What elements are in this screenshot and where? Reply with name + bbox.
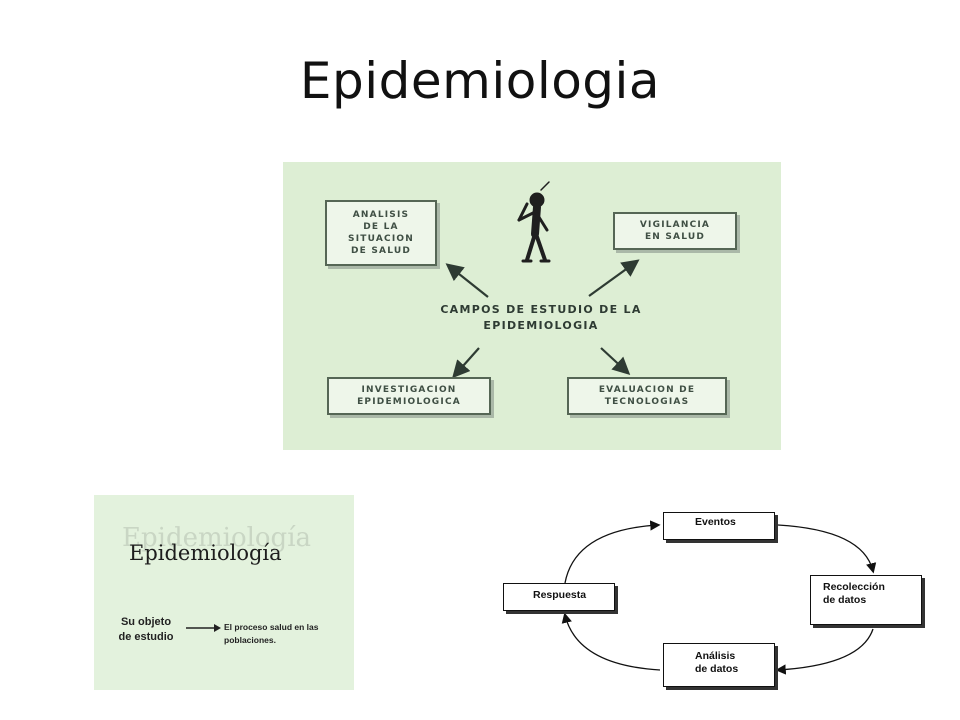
right-arrow-icon	[186, 624, 221, 632]
objeto-description: El proceso salud en las poblaciones.	[224, 622, 319, 645]
campo-analisis-box: ANALISIS DE LA SITUACION DE SALUD	[325, 200, 437, 266]
arrow-recoleccion-analisis	[775, 628, 874, 675]
arrow-respuesta-eventos	[564, 520, 661, 584]
arrow-to-investigacion	[452, 347, 480, 379]
campo-evaluacion-box: EVALUACION DE TECNOLOGIAS	[567, 377, 727, 415]
campos-center-label: CAMPOS DE ESTUDIO DE LA EPIDEMIOLOGIA	[440, 303, 642, 332]
ciclo-analisis-box: Análisis de datos	[663, 643, 775, 687]
arrow-eventos-recoleccion	[777, 524, 877, 574]
ciclo-arrows	[561, 520, 877, 675]
campo-investigacion-box: INVESTIGACION EPIDEMIOLOGICA	[327, 377, 491, 415]
objeto-estudio-panel: Epidemiología Epidemiología Su objeto de…	[94, 495, 354, 690]
arrow-to-vigilancia	[588, 259, 640, 297]
ciclo-vigilancia-diagram: Eventos Recolección de datos Análisis de…	[495, 505, 935, 695]
arrow-analisis-respuesta	[561, 612, 661, 671]
campos-arrows	[445, 181, 640, 379]
objeto-label: Su objeto de estudio	[118, 616, 174, 643]
objeto-title: Epidemiología	[129, 541, 282, 565]
ciclo-respuesta-box: Respuesta	[503, 583, 615, 611]
ciclo-eventos-box: Eventos	[663, 512, 775, 540]
ciclo-recoleccion-box: Recolección de datos	[810, 575, 922, 625]
thinking-figure-icon	[517, 181, 551, 263]
objeto-ghost-title: Epidemiología	[122, 523, 312, 553]
arrow-to-analisis	[445, 263, 489, 298]
arrow-to-evaluacion	[600, 347, 631, 375]
campo-vigilancia-box: VIGILANCIA EN SALUD	[613, 212, 737, 250]
campos-estudio-diagram: ANALISIS DE LA SITUACION DE SALUD VIGILA…	[283, 162, 781, 450]
slide-title: Epidemiologia	[299, 52, 661, 110]
